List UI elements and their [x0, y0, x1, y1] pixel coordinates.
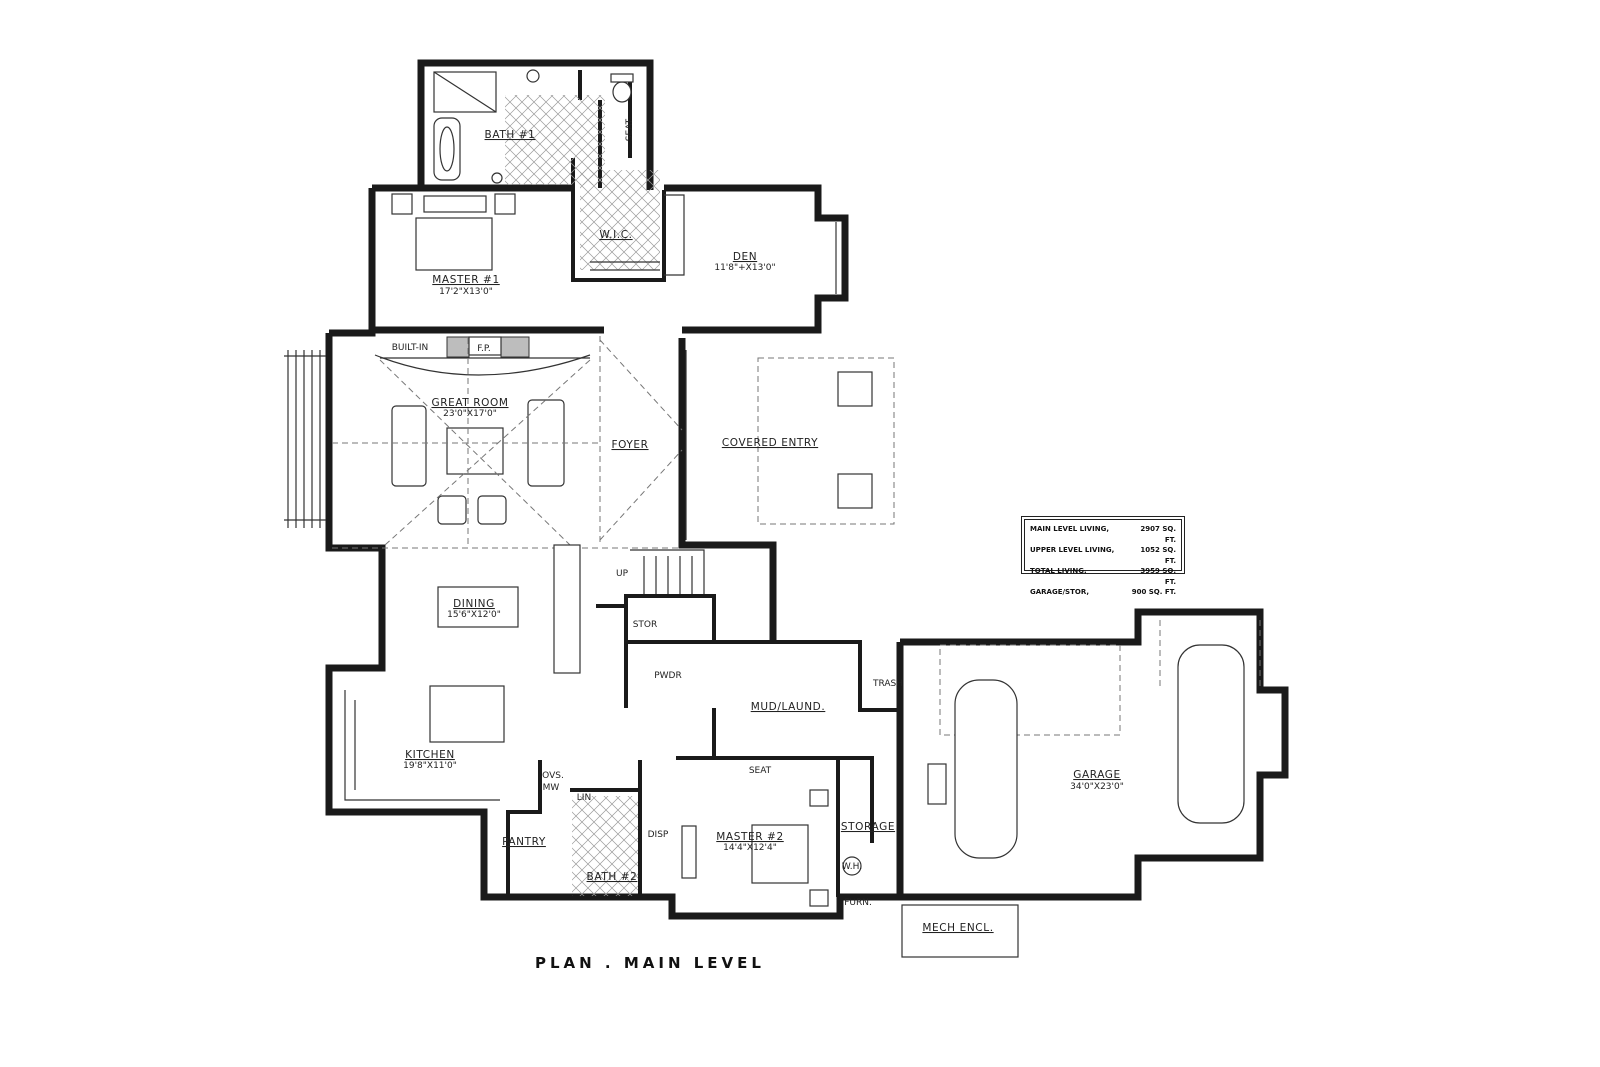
area-row: MAIN LEVEL LIVING, 2907 SQ. FT.: [1030, 524, 1176, 545]
label-den: DEN: [733, 251, 757, 263]
label-mech: MECH ENCL.: [922, 922, 993, 934]
dim-great-room: 23'0"X17'0": [443, 409, 497, 419]
label-storage: STORAGE: [841, 821, 895, 833]
area-value: 2907 SQ. FT.: [1140, 525, 1176, 544]
label-foyer: FOYER: [611, 439, 648, 451]
label-seat2: SEAT: [749, 766, 772, 776]
master-suite-walls: [368, 59, 685, 330]
area-label: UPPER LEVEL LIVING,: [1030, 546, 1115, 554]
label-kitchen: KITCHEN: [405, 749, 455, 761]
plan-title: PLAN . MAIN LEVEL: [535, 954, 765, 972]
label-bath2: BATH #2: [587, 871, 638, 883]
label-wh: W.H.: [842, 862, 862, 872]
area-value: 3959 SQ. FT.: [1140, 567, 1176, 586]
dim-garage: 34'0"X23'0": [1070, 782, 1124, 792]
kitchen-wing: [344, 685, 900, 920]
area-row: UPPER LEVEL LIVING, 1052 SQ. FT.: [1030, 545, 1176, 566]
area-row: GARAGE/STOR, 900 SQ. FT.: [1030, 587, 1176, 598]
dim-dining: 15'6"X12'0": [447, 610, 501, 620]
area-row: TOTAL LIVING, 3959 SQ. FT.: [1030, 566, 1176, 587]
label-covered-entry: COVERED ENTRY: [722, 437, 818, 449]
label-wic: W.I.C.: [599, 229, 632, 241]
room-labels: BATH #1 SEAT W.I.C. MASTER #1 17'2"X13'0…: [392, 118, 1124, 934]
entry-area: [599, 336, 895, 545]
label-pantry: PANTRY: [502, 836, 546, 848]
great-room-walls: [284, 326, 777, 901]
label-bath1: BATH #1: [485, 129, 536, 141]
dim-den: 11'8"+X13'0": [714, 263, 775, 273]
label-master1: MASTER #1: [432, 274, 499, 286]
label-builtin: BUILT-IN: [392, 343, 429, 353]
area-value: 1052 SQ. FT.: [1140, 546, 1176, 565]
label-pwdr: PWDR: [654, 671, 682, 681]
dim-kitchen: 19'8"X11'0": [403, 761, 457, 771]
label-mud-laund: MUD/LAUND.: [751, 701, 826, 713]
area-label: MAIN LEVEL LIVING,: [1030, 525, 1109, 533]
area-label: GARAGE/STOR,: [1030, 588, 1090, 596]
label-ovs: OVS.: [542, 771, 564, 781]
label-mw: MW: [543, 783, 560, 793]
area-summary-table: MAIN LEVEL LIVING, 2907 SQ. FT. UPPER LE…: [1021, 516, 1185, 596]
area-value: 900 SQ. FT.: [1131, 588, 1176, 596]
label-great-room: GREAT ROOM: [431, 397, 508, 409]
dining-stairs: [437, 544, 900, 712]
dim-master1: 17'2"X13'0": [439, 287, 493, 297]
label-dining: DINING: [453, 598, 495, 610]
den-walls: [664, 184, 849, 334]
label-trash: TRASH: [872, 679, 903, 689]
area-label: TOTAL LIVING,: [1030, 567, 1087, 575]
garage: [896, 608, 1289, 958]
label-garage: GARAGE: [1073, 769, 1121, 781]
label-stor: STOR: [633, 620, 658, 630]
label-fp: F.P.: [477, 344, 490, 354]
label-lin: LIN: [577, 793, 591, 803]
label-disp: DISP: [648, 830, 669, 840]
label-seat1: SEAT: [625, 118, 635, 141]
label-up: UP: [616, 569, 629, 579]
label-furn: FURN.: [844, 898, 872, 908]
dim-master2: 14'4"X12'4": [723, 843, 777, 853]
label-master2: MASTER #2: [716, 831, 783, 843]
